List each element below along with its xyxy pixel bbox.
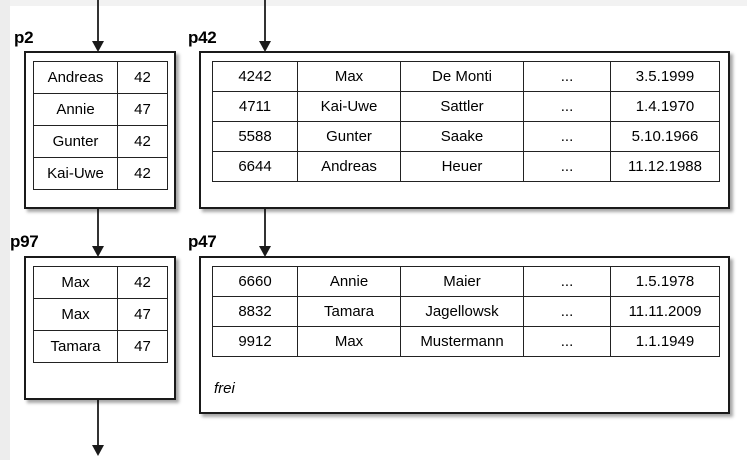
cell-id: 8832 bbox=[212, 296, 298, 327]
cell-last: Heuer bbox=[400, 151, 524, 182]
cell-value: 47 bbox=[117, 330, 168, 363]
top-band bbox=[0, 0, 747, 6]
table-row[interactable]: Max 42 bbox=[33, 266, 168, 299]
cell-id: 9912 bbox=[212, 326, 298, 357]
cell-name: Max bbox=[33, 266, 118, 299]
cell-more: ... bbox=[523, 121, 611, 152]
cell-name: Tamara bbox=[33, 330, 118, 363]
table-row[interactable]: Andreas 42 bbox=[33, 61, 168, 94]
cell-date: 1.5.1978 bbox=[610, 266, 720, 297]
arrow-into-p2 bbox=[91, 0, 105, 52]
table-p47[interactable]: 6660 Annie Maier ... 1.5.1978 8832 Tamar… bbox=[212, 266, 720, 357]
cell-more: ... bbox=[523, 296, 611, 327]
table-row[interactable]: Tamara 47 bbox=[33, 330, 168, 363]
arrow-p2-to-p97 bbox=[91, 208, 105, 258]
cell-first: Annie bbox=[297, 266, 401, 297]
cell-name: Annie bbox=[33, 93, 118, 126]
table-p42[interactable]: 4242 Max De Monti ... 3.5.1999 4711 Kai-… bbox=[212, 61, 720, 182]
page-label-p2: p2 bbox=[14, 28, 34, 47]
cell-first: Max bbox=[297, 326, 401, 357]
table-row[interactable]: 8832 Tamara Jagellowsk ... 11.11.2009 bbox=[212, 296, 720, 327]
cell-id: 4242 bbox=[212, 61, 298, 92]
table-row[interactable]: 4242 Max De Monti ... 3.5.1999 bbox=[212, 61, 720, 92]
cell-id: 6644 bbox=[212, 151, 298, 182]
table-row[interactable]: 5588 Gunter Saake ... 5.10.1966 bbox=[212, 121, 720, 152]
page-label-p97: p97 bbox=[10, 232, 39, 251]
cell-date: 3.5.1999 bbox=[610, 61, 720, 92]
cell-value: 42 bbox=[117, 61, 168, 94]
cell-more: ... bbox=[523, 326, 611, 357]
table-row[interactable]: Max 47 bbox=[33, 298, 168, 331]
cell-value: 42 bbox=[117, 125, 168, 158]
table-row[interactable]: Annie 47 bbox=[33, 93, 168, 126]
cell-more: ... bbox=[523, 91, 611, 122]
cell-name: Max bbox=[33, 298, 118, 331]
cell-more: ... bbox=[523, 151, 611, 182]
cell-id: 4711 bbox=[212, 91, 298, 122]
cell-first: Tamara bbox=[297, 296, 401, 327]
cell-date: 11.11.2009 bbox=[610, 296, 720, 327]
arrow-into-p42 bbox=[258, 0, 272, 52]
cell-value: 47 bbox=[117, 93, 168, 126]
page-label-p42: p42 bbox=[188, 28, 217, 47]
table-p2[interactable]: Andreas 42 Annie 47 Gunter 42 Kai-Uwe 42 bbox=[33, 61, 168, 190]
cell-name: Kai-Uwe bbox=[33, 157, 118, 190]
table-row[interactable]: 6644 Andreas Heuer ... 11.12.1988 bbox=[212, 151, 720, 182]
cell-last: De Monti bbox=[400, 61, 524, 92]
table-row[interactable]: 9912 Max Mustermann ... 1.1.1949 bbox=[212, 326, 720, 357]
cell-date: 11.12.1988 bbox=[610, 151, 720, 182]
cell-last: Jagellowsk bbox=[400, 296, 524, 327]
cell-first: Max bbox=[297, 61, 401, 92]
table-row[interactable]: Gunter 42 bbox=[33, 125, 168, 158]
cell-date: 1.4.1970 bbox=[610, 91, 720, 122]
cell-first: Gunter bbox=[297, 121, 401, 152]
cell-value: 47 bbox=[117, 298, 168, 331]
cell-date: 1.1.1949 bbox=[610, 326, 720, 357]
cell-value: 42 bbox=[117, 266, 168, 299]
cell-last: Sattler bbox=[400, 91, 524, 122]
table-p97[interactable]: Max 42 Max 47 Tamara 47 bbox=[33, 266, 168, 363]
cell-value: 42 bbox=[117, 157, 168, 190]
arrow-out-of-p97 bbox=[91, 400, 105, 458]
cell-name: Gunter bbox=[33, 125, 118, 158]
arrow-into-p47 bbox=[258, 205, 272, 257]
cell-last: Saake bbox=[400, 121, 524, 152]
table-row[interactable]: Kai-Uwe 42 bbox=[33, 157, 168, 190]
free-space-label: frei bbox=[214, 380, 235, 397]
cell-more: ... bbox=[523, 61, 611, 92]
table-row[interactable]: 4711 Kai-Uwe Sattler ... 1.4.1970 bbox=[212, 91, 720, 122]
cell-id: 6660 bbox=[212, 266, 298, 297]
table-row[interactable]: 6660 Annie Maier ... 1.5.1978 bbox=[212, 266, 720, 297]
cell-last: Maier bbox=[400, 266, 524, 297]
cell-id: 5588 bbox=[212, 121, 298, 152]
cell-date: 5.10.1966 bbox=[610, 121, 720, 152]
cell-more: ... bbox=[523, 266, 611, 297]
cell-name: Andreas bbox=[33, 61, 118, 94]
cell-last: Mustermann bbox=[400, 326, 524, 357]
left-gutter bbox=[0, 0, 10, 460]
page-label-p47: p47 bbox=[188, 232, 217, 251]
cell-first: Kai-Uwe bbox=[297, 91, 401, 122]
cell-first: Andreas bbox=[297, 151, 401, 182]
